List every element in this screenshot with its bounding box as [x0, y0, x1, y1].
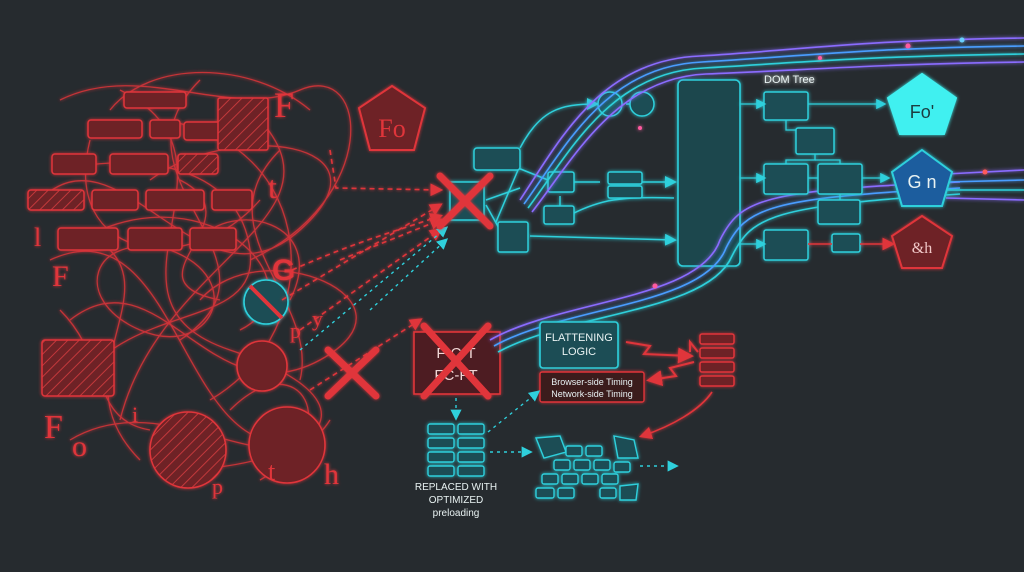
glyph-f-top: F	[274, 85, 294, 125]
output-cyan-pentagon: Fo'	[886, 72, 958, 135]
glyph-f-left: F	[52, 260, 69, 293]
glyph-t-mid: t	[268, 169, 277, 205]
lower-cyan-connectors	[450, 390, 679, 472]
blue-pentagon-label: G n	[907, 172, 936, 192]
glyph-h-bottom: h	[324, 458, 339, 491]
legacy-block-grid	[27, 91, 269, 397]
optimized-caption-line3: preloading	[433, 508, 480, 519]
optimized-caption: REPLACED WITH OPTIMIZED preloading	[415, 482, 497, 519]
central-render-panel	[677, 79, 741, 267]
network-timing-label: Network-side Timing	[551, 389, 633, 399]
glyph-t-bottom: t	[268, 457, 276, 486]
red-stacked-blocks-icon	[699, 333, 735, 387]
stacked-blocks-icon	[427, 423, 485, 477]
glyph-g-mid: G	[272, 254, 295, 287]
flattening-label-line2: LOGIC	[562, 346, 596, 358]
red-pentagon-label: Fo	[378, 114, 405, 143]
cyan-pentagon-label: Fo'	[910, 102, 934, 122]
pipeline-links	[485, 98, 677, 246]
glyph-f-bottom: F	[44, 409, 63, 446]
output-blue-pentagon: G n	[890, 148, 954, 207]
flattening-label-line1: FLATTENING	[545, 332, 613, 344]
red-x-cross-icon	[436, 172, 494, 230]
glyph-l-left: l	[34, 223, 41, 252]
glyph-p-mid: p	[290, 318, 301, 343]
pipeline-nodes	[473, 91, 655, 253]
red-jagged-arrows	[625, 339, 699, 387]
blocked-font-box: F-C-T FC-FT	[413, 322, 501, 400]
optimized-caption-line1: REPLACED WITH	[415, 482, 497, 493]
red-request-arrows	[281, 149, 444, 391]
legacy-font-glyphs: F t l F G p y F o i p t h	[34, 85, 339, 499]
legacy-circles	[149, 279, 326, 489]
browser-timing-label: Browser-side Timing	[551, 377, 633, 387]
red-font-pentagon: Fo	[357, 84, 427, 151]
cyan-request-arrows	[299, 226, 449, 351]
stack-to-rubble-arrow	[638, 391, 713, 440]
glyph-i-bottom: i	[132, 402, 138, 427]
glyph-p-bottom: p	[212, 474, 223, 499]
red-output-pentagon-label: &h	[912, 240, 932, 257]
glyph-y-mid: y	[312, 306, 323, 331]
broken-blocks-icon	[534, 435, 639, 501]
flattening-logic-box: FLATTENING LOGIC	[539, 321, 619, 369]
dom-tree-label: DOM Tree	[764, 74, 815, 86]
timing-box: Browser-side Timing Network-side Timing	[539, 371, 645, 403]
blocked-node	[436, 172, 494, 230]
dom-tree: DOM Tree	[740, 74, 892, 261]
optimized-caption-line2: OPTIMIZED	[429, 495, 483, 506]
chaotic-legacy-cluster: F t l F G p y F o i p t h	[27, 71, 357, 499]
red-x-cross-icon	[420, 322, 492, 400]
glyph-o-bottom: o	[72, 430, 87, 463]
red-x-cross-icon	[324, 346, 380, 400]
output-red-pentagon: &h	[890, 214, 954, 269]
